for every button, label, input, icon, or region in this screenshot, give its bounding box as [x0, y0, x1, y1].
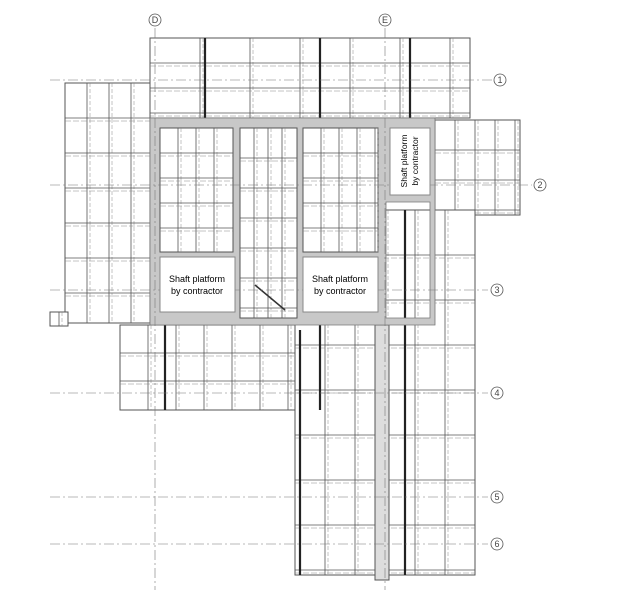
grid-bubble-d: D — [152, 15, 159, 25]
platform-top — [149, 37, 471, 119]
platform-bottom-left — [119, 324, 301, 411]
shaft-label-line1: Shaft platform — [399, 135, 409, 188]
shaft-label-line1: Shaft platform — [169, 274, 225, 284]
shaft-frame — [302, 127, 379, 253]
shaft-platform-top-right: Shaft platform by contractor — [389, 127, 431, 196]
shaft-frame — [239, 127, 298, 319]
shaft-label-line2: by contractor — [314, 286, 366, 296]
grid-bubbles: D E 1 2 3 4 5 6 — [148, 13, 547, 551]
platform-right-top — [434, 119, 521, 216]
grid-bubble-1: 1 — [497, 75, 502, 85]
shaft-label-line2: by contractor — [171, 286, 223, 296]
grid-bubble-5: 5 — [494, 492, 499, 502]
grid-bubble-e: E — [382, 15, 388, 25]
grid-bubble-6: 6 — [494, 539, 499, 549]
grid-bubble-3: 3 — [494, 285, 499, 295]
shaft-framing — [159, 127, 379, 319]
grid-bubble-4: 4 — [494, 388, 499, 398]
walkway — [374, 324, 390, 581]
grid-bubble-2: 2 — [537, 180, 542, 190]
platform-left-stub — [49, 311, 69, 327]
shaft-label-line2: by contractor — [410, 136, 420, 185]
shaft-frame — [159, 127, 234, 253]
grid-lines — [50, 28, 532, 590]
shaft-label-line1: Shaft platform — [312, 274, 368, 284]
shaft-platform-left: Shaft platform by contractor — [159, 256, 236, 313]
brace — [254, 284, 286, 311]
platform-left — [64, 82, 151, 324]
shaft-platform-right: Shaft platform by contractor — [302, 256, 379, 313]
